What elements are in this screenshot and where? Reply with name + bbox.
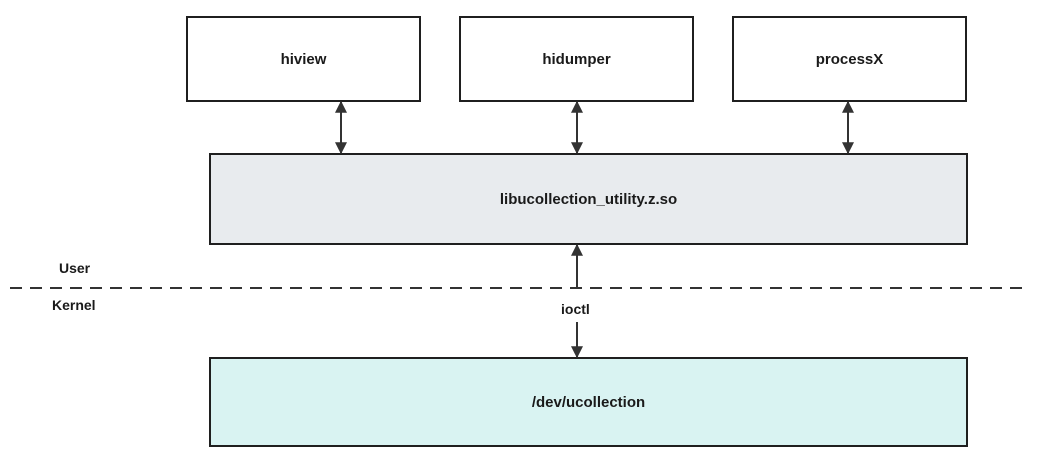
process-label-hidumper: hidumper bbox=[542, 50, 611, 68]
ioctl-label: ioctl bbox=[561, 301, 590, 317]
device-label: /dev/ucollection bbox=[531, 393, 646, 411]
process-box-processx: processX bbox=[732, 16, 967, 102]
process-label-hiview: hiview bbox=[280, 50, 327, 68]
library-label: libucollection_utility.z.so bbox=[499, 190, 678, 208]
device-box: /dev/ucollection bbox=[209, 357, 968, 447]
process-box-hiview: hiview bbox=[186, 16, 421, 102]
process-label-processx: processX bbox=[815, 50, 884, 68]
library-box: libucollection_utility.z.so bbox=[209, 153, 968, 245]
kernel-space-label: Kernel bbox=[52, 297, 96, 313]
user-space-label: User bbox=[59, 260, 91, 276]
